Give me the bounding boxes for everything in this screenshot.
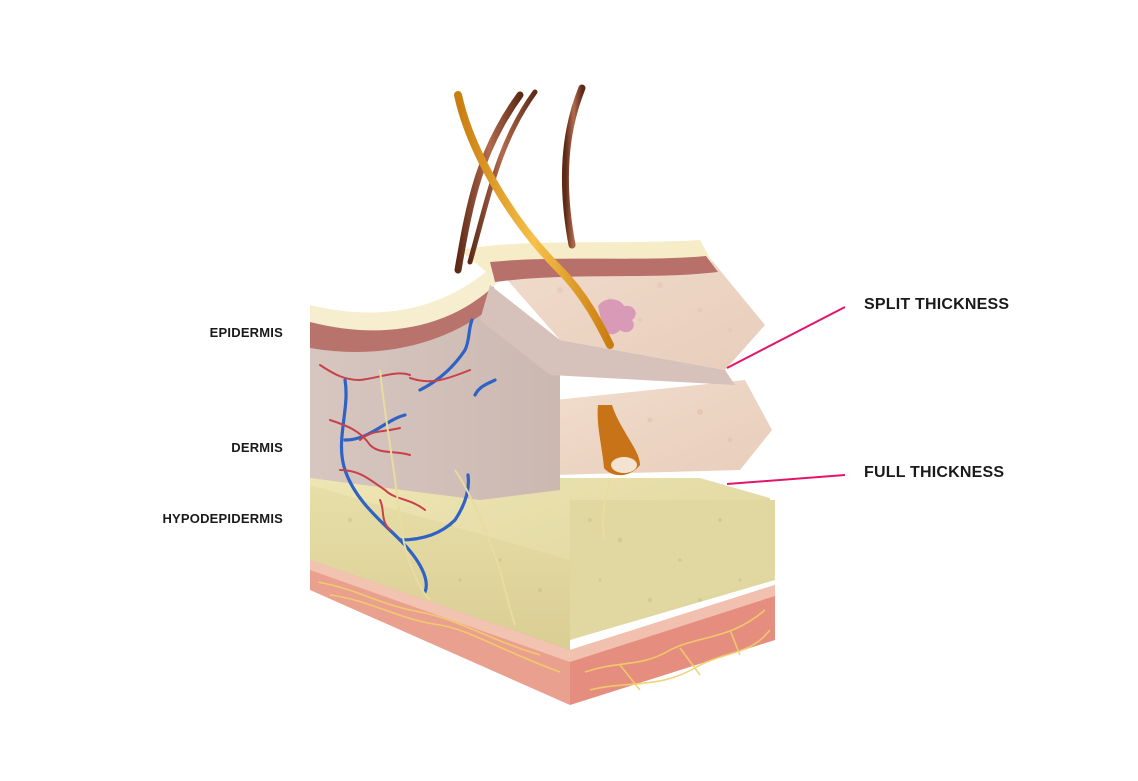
- epidermis-top-slab: [460, 240, 765, 385]
- sweat-gland: [598, 299, 636, 335]
- artery: [319, 364, 471, 531]
- epidermis-label: EPIDERMIS: [209, 325, 283, 340]
- hair-follicle: [597, 405, 640, 476]
- split-thickness-label: SPLIT THICKNESS: [864, 296, 1010, 313]
- full-thickness-pointer: [726, 474, 846, 485]
- hypodermis-block: [310, 470, 775, 705]
- nerves: [379, 369, 611, 626]
- fat-texture: [348, 518, 742, 603]
- full-thickness-label: FULL THICKNESS: [864, 464, 1005, 481]
- hairs: [454, 84, 640, 476]
- dermis-block: [310, 270, 560, 500]
- muscle-fibers: [317, 581, 771, 691]
- dermis-label: DERMIS: [231, 440, 283, 455]
- split-thickness-graft: [545, 380, 772, 480]
- vein: [339, 318, 497, 594]
- blood-vessels: [319, 318, 497, 594]
- split-thickness-pointer: [726, 306, 846, 369]
- hypodermis-label: HYPODEPIDERMIS: [162, 511, 283, 526]
- pointer-lines: [726, 306, 846, 485]
